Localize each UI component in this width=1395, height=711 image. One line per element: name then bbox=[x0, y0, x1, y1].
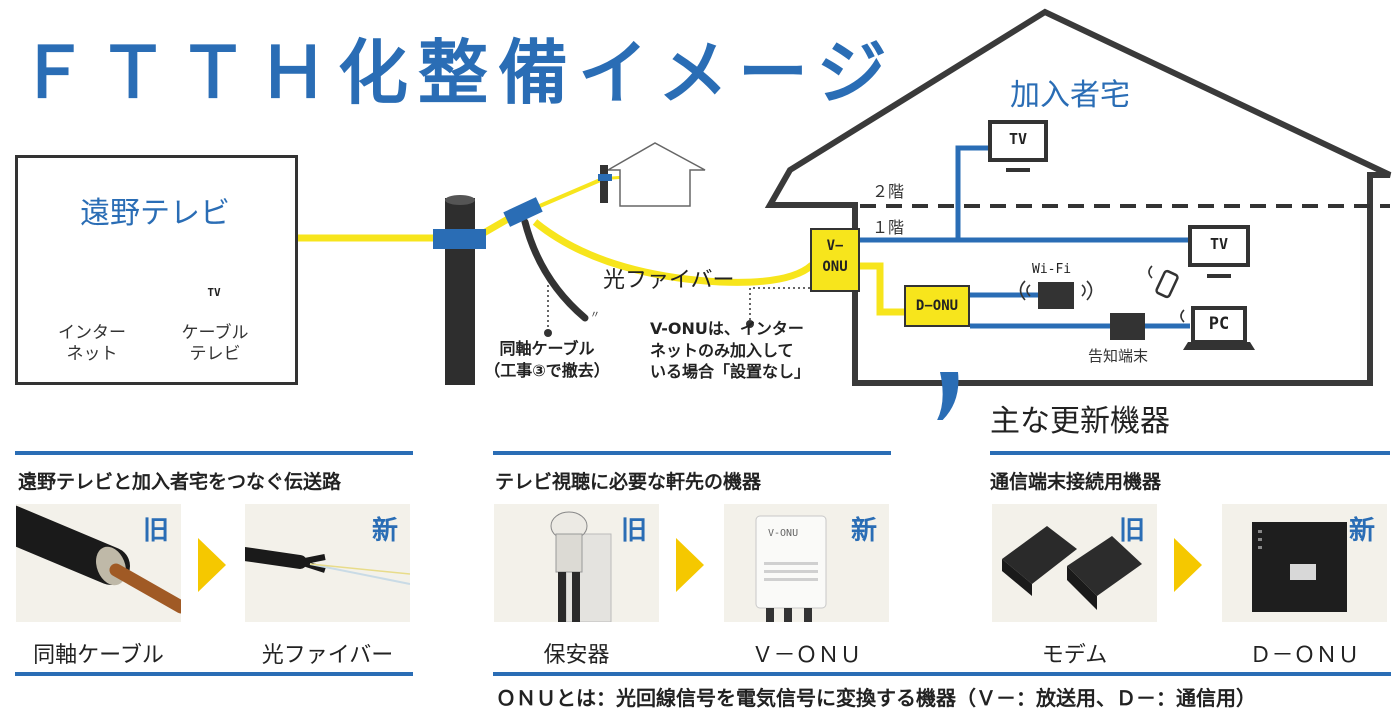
tono-tv-title: 遠野テレビ bbox=[80, 196, 230, 231]
pc-icon bbox=[1183, 306, 1255, 350]
tv-badge-2f: TV bbox=[1008, 130, 1028, 148]
section3-title: 通信端末接続用機器 bbox=[990, 471, 1162, 493]
floor1-label: １階 bbox=[872, 218, 905, 237]
section2-title: テレビ視聴に必要な軒先の機器 bbox=[495, 471, 762, 493]
internet-label: インター ネット bbox=[52, 323, 132, 366]
fiber-closure bbox=[503, 197, 543, 227]
vonu-line1: V− bbox=[826, 238, 844, 254]
section1-arrow bbox=[198, 538, 226, 592]
section2-old-tag: 旧 bbox=[620, 516, 647, 546]
donu-device: D−ONU bbox=[904, 285, 970, 327]
notice-terminal-device bbox=[1110, 313, 1145, 340]
smartphone-icon bbox=[1155, 269, 1179, 299]
section2-new-caption: Ｖ－ＯＮＵ bbox=[751, 643, 862, 668]
section3-old-tag: 旧 bbox=[1118, 516, 1145, 546]
page-title: ＦＴＴＨ化整備イメージ bbox=[18, 32, 897, 114]
section2-arrow bbox=[676, 538, 704, 592]
coax-note: 同軸ケーブル （工事③で撤去） bbox=[467, 338, 627, 381]
house-title: 加入者宅 bbox=[1010, 78, 1130, 113]
wifi-label: Wi-Fi bbox=[1032, 262, 1072, 277]
pole-clamp bbox=[433, 229, 486, 249]
vonu-note-line1: V-ONUは、インター bbox=[650, 319, 804, 338]
fiber-line-to-house bbox=[532, 219, 815, 286]
main-update-arrow bbox=[920, 372, 959, 420]
section2-bottom-rule bbox=[493, 672, 1391, 676]
coax-cable bbox=[521, 218, 589, 322]
main-update-heading: 主な更新機器 bbox=[990, 404, 1170, 439]
vonu-note-line3: いる場合「設置なし」 bbox=[650, 362, 811, 382]
modem-photo: 旧 bbox=[992, 504, 1157, 622]
wifi-router bbox=[1038, 282, 1074, 309]
floor2-label: ２階 bbox=[872, 182, 905, 201]
cable-tv-label-line1: ケーブル bbox=[181, 323, 249, 343]
section2-old-caption: 保安器 bbox=[543, 643, 610, 668]
fiber-photo: 新 bbox=[245, 504, 410, 622]
section1-top-rule bbox=[15, 451, 413, 455]
section1-old-caption: 同軸ケーブル bbox=[33, 643, 164, 668]
section3-new-caption: Ｄ－ＯＮＵ bbox=[1249, 643, 1360, 668]
section3-old-caption: モデム bbox=[1041, 643, 1108, 668]
cable-tv-label-line2: テレビ bbox=[189, 344, 241, 365]
section1-title: 遠野テレビと加入者宅をつなぐ伝送路 bbox=[18, 471, 342, 493]
section3-new-tag: 新 bbox=[1348, 516, 1375, 546]
section3-arrow bbox=[1174, 538, 1202, 592]
vonu-photo: V-ONU 新 bbox=[724, 504, 889, 622]
tv-badge-1f: TV bbox=[1209, 235, 1229, 253]
section2-new-tag: 新 bbox=[850, 516, 877, 546]
notice-terminal-label: 告知端末 bbox=[1088, 347, 1149, 365]
vonu-device: V− ONU bbox=[810, 228, 860, 292]
section1-new-tag: 新 bbox=[371, 516, 398, 546]
section2-top-rule bbox=[493, 451, 891, 455]
section1-bottom-rule bbox=[15, 672, 413, 676]
tv-badge-tono: TV bbox=[207, 286, 221, 299]
tv-icon-2f bbox=[988, 120, 1048, 172]
fiber-label: 光ファイバー bbox=[603, 268, 735, 293]
tv-icon-1f bbox=[1188, 225, 1250, 278]
vonu-leader bbox=[749, 287, 830, 322]
section3-top-rule bbox=[990, 451, 1390, 455]
fiber-drop-neighbor bbox=[534, 176, 606, 210]
vonu-note-line2: ネットのみ加入して bbox=[650, 340, 794, 360]
internet-label-line1: インター bbox=[58, 323, 126, 343]
neighbor-house-icon bbox=[605, 142, 706, 207]
cable-tv-label: ケーブル テレビ bbox=[175, 323, 255, 366]
vonu-photo-label: V-ONU bbox=[768, 528, 799, 539]
coax-note-line2: （工事③で撤去） bbox=[484, 360, 610, 380]
pc-badge: PC bbox=[1208, 314, 1230, 334]
onu-footnote: ＯＮＵとは：光回線信号を電気信号に変換する機器（Ｖ－：放送用、Ｄ－：通信用） bbox=[496, 686, 1256, 710]
section1-new-caption: 光ファイバー bbox=[261, 643, 394, 668]
internet-label-line2: ネット bbox=[66, 344, 118, 365]
protector-photo: 旧 bbox=[494, 504, 659, 622]
tono-tv-box bbox=[15, 155, 298, 385]
vonu-note: V-ONUは、インター ネットのみ加入して いる場合「設置なし」 bbox=[650, 318, 845, 383]
coax-note-line1: 同軸ケーブル bbox=[499, 339, 595, 358]
signal-icons bbox=[1019, 265, 1185, 323]
neighbor-pole bbox=[600, 165, 608, 203]
svg-text:〃: 〃 bbox=[590, 310, 600, 321]
coax-cable-photo: 旧 bbox=[16, 504, 181, 622]
vonu-line2: ONU bbox=[822, 259, 848, 275]
fiber-line-vonu-donu bbox=[860, 262, 905, 316]
section1-old-tag: 旧 bbox=[142, 516, 169, 546]
donu-photo: 新 bbox=[1222, 504, 1387, 622]
